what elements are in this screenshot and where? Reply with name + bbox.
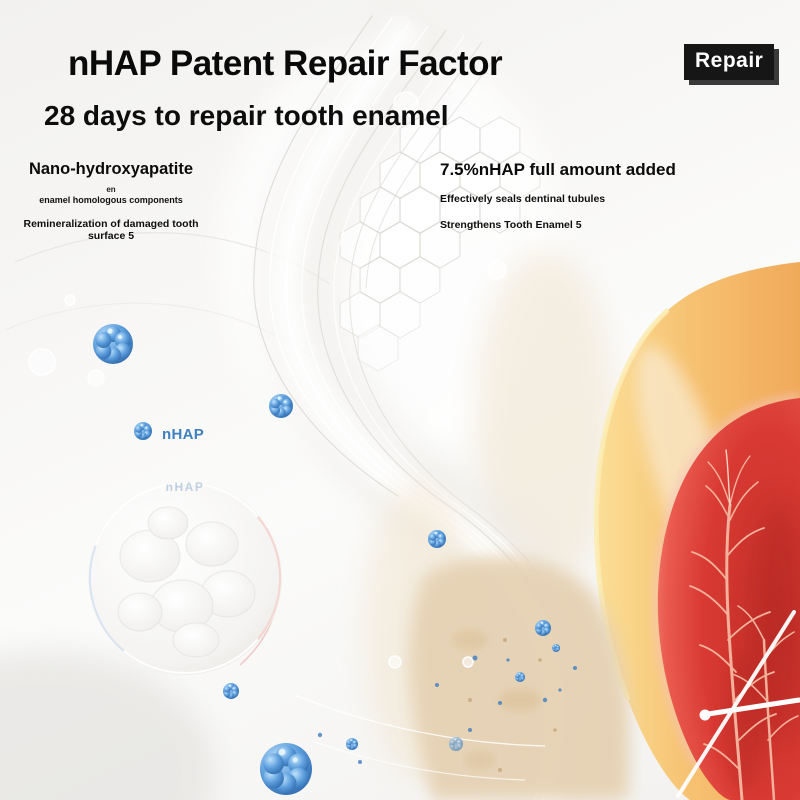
bubbles — [28, 91, 507, 669]
particle-cluster — [93, 324, 133, 364]
nhap-sphere-label: nHAP — [165, 480, 205, 494]
particle-cluster — [223, 683, 239, 699]
right-heading: 7.5%nHAP full amount added — [440, 160, 676, 179]
left-heading: Nano-hydroxyapatite — [28, 160, 194, 178]
particle-cluster — [515, 672, 525, 682]
page-title: nHAP Patent Repair Factor — [68, 44, 503, 83]
right-subline-tubules: Effectively seals dentinal tubules — [440, 193, 606, 205]
left-subline-remineralization: Remineralization of damaged tooth surfac… — [23, 218, 199, 242]
page-subtitle: 28 days to repair tooth enamel — [44, 100, 449, 131]
repair-badge: Repair — [684, 44, 775, 80]
probe-lines — [676, 610, 800, 798]
right-subline-enamel: Strengthens Tooth Enamel 5 — [440, 219, 582, 231]
particle-cluster — [449, 737, 463, 751]
particle-cluster — [552, 644, 560, 652]
white-sphere-illustration — [88, 481, 282, 675]
right-text-block: 7.5%nHAP full amount added Effectively s… — [440, 160, 676, 231]
left-subline-components: enamel homologous components — [39, 195, 183, 205]
left-text-block: Nano-hydroxyapatite en enamel homologous… — [8, 160, 214, 242]
particle-clusters — [93, 324, 577, 795]
particle-cluster — [269, 394, 293, 418]
particle-cluster — [428, 530, 446, 548]
nerve-dendrites — [689, 449, 799, 800]
particle-cluster — [346, 738, 358, 750]
tooth-cross-section — [593, 262, 800, 800]
particle-cluster — [134, 422, 152, 440]
nhap-particle-label: nHAP — [162, 426, 205, 443]
particle-cluster — [535, 620, 551, 636]
left-subline-en: en — [106, 185, 116, 194]
particle-cluster — [260, 743, 312, 795]
